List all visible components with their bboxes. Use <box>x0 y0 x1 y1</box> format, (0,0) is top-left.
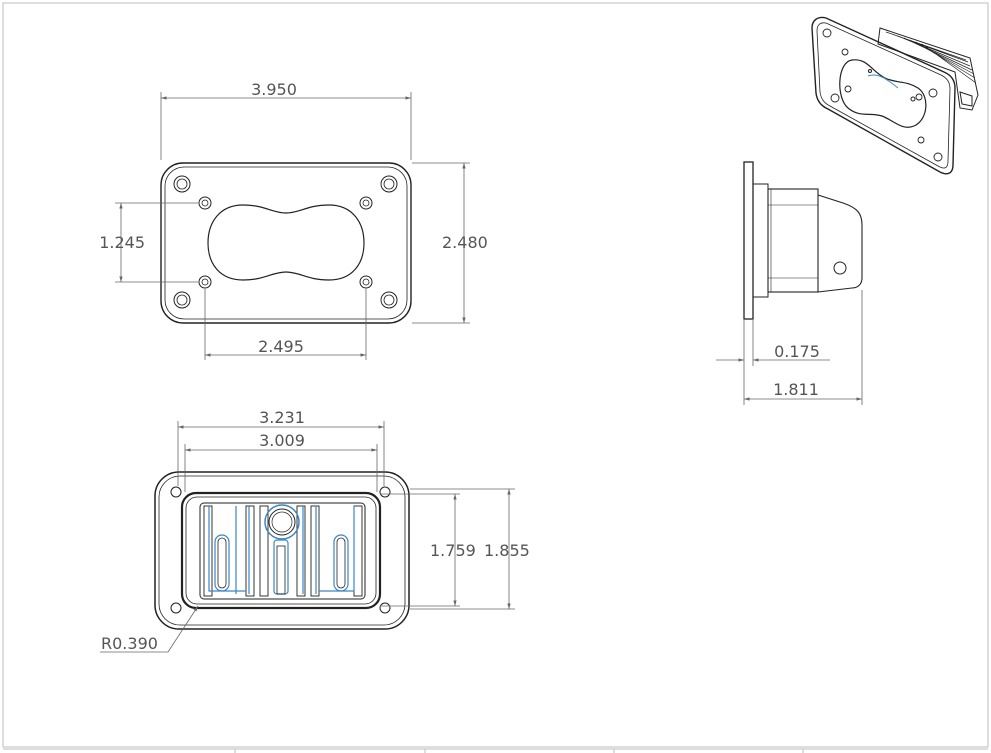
side-view <box>743 161 863 320</box>
sheet-zone-ticks <box>234 749 804 753</box>
front-view <box>160 162 412 324</box>
front-dimensions <box>115 92 470 360</box>
dim-rear-inner-height: 1.759 <box>430 541 476 560</box>
side-dimensions <box>716 290 863 405</box>
dim-rear-outer-height: 1.855 <box>484 541 530 560</box>
dim-front-width: 3.950 <box>251 80 297 99</box>
isometric-view <box>811 16 979 175</box>
dim-rear-outer-width: 3.231 <box>259 408 305 427</box>
dim-rear-inner-width: 3.009 <box>259 431 305 450</box>
dim-hole-vertical: 1.245 <box>99 233 145 252</box>
dim-front-height: 2.480 <box>442 233 488 252</box>
rear-view <box>154 471 410 630</box>
dim-flange-thickness: 0.175 <box>774 342 820 361</box>
rear-dimensions <box>100 421 515 653</box>
dim-total-depth: 1.811 <box>773 380 819 399</box>
dim-hole-horizontal: 2.495 <box>258 337 304 356</box>
dim-corner-radius: R0.390 <box>101 634 158 653</box>
